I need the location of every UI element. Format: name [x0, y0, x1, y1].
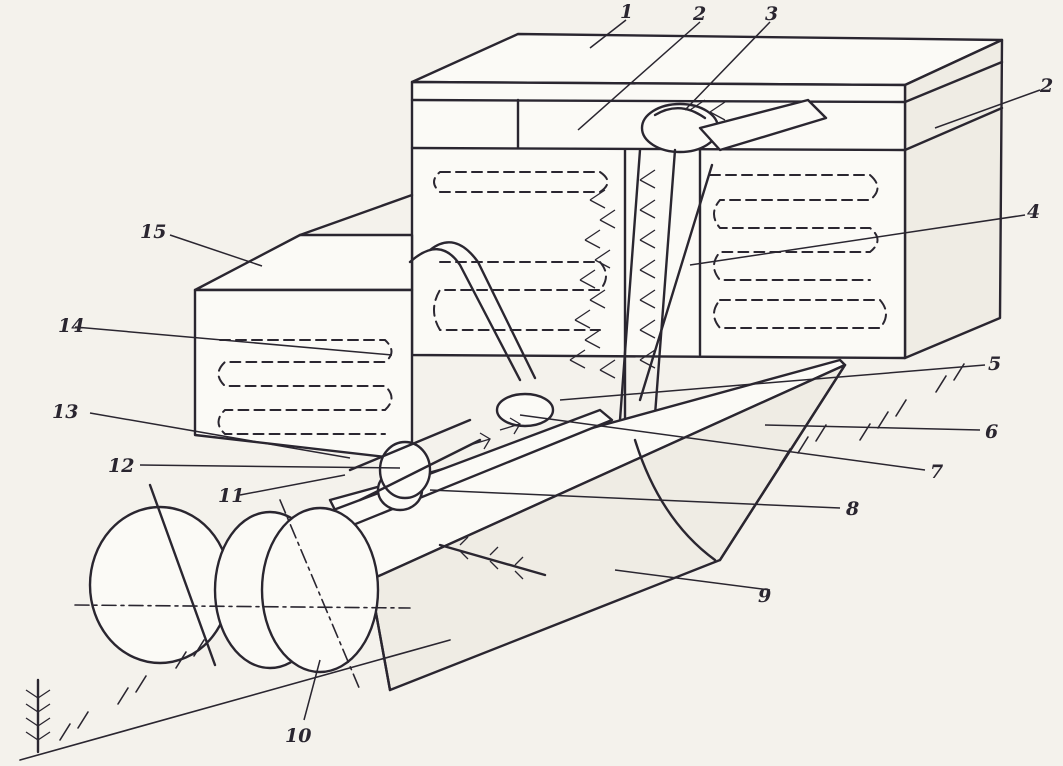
trough — [328, 358, 847, 692]
sapling-icon — [25, 678, 51, 754]
main-body-top — [410, 32, 1004, 87]
label-10: 10 — [285, 725, 311, 747]
leader-lines — [74, 19, 1041, 721]
label-2-top: 2 — [692, 3, 706, 25]
label-4: 4 — [1027, 201, 1040, 223]
brush-needles — [569, 99, 726, 379]
labels: 1 2 2 3 4 5 6 7 8 9 10 11 12 13 14 15 — [52, 1, 1053, 747]
cut-branch-icon — [438, 536, 547, 580]
label-9: 9 — [758, 585, 771, 607]
brush-drum — [640, 98, 828, 154]
hose — [408, 241, 537, 382]
label-7: 7 — [930, 461, 943, 483]
main-body — [410, 32, 1004, 422]
main-body-side — [903, 38, 1004, 360]
wheel-rear — [88, 505, 232, 665]
side-box — [193, 193, 414, 462]
side-box-top — [193, 233, 414, 292]
ground — [19, 363, 965, 761]
label-5: 5 — [988, 353, 1001, 375]
wheel-front — [260, 506, 380, 674]
shaft-collar — [495, 392, 555, 428]
drum-shaft — [698, 98, 828, 152]
brush-belt — [569, 99, 726, 422]
label-1: 1 — [620, 1, 633, 23]
label-14: 14 — [58, 315, 84, 337]
label-12: 12 — [108, 455, 134, 477]
label-3: 3 — [765, 3, 778, 25]
label-8: 8 — [845, 498, 859, 520]
label-11: 11 — [218, 485, 244, 507]
label-6: 6 — [985, 421, 998, 443]
label-2-right: 2 — [1039, 75, 1053, 97]
label-15: 15 — [140, 221, 166, 243]
label-13: 13 — [52, 401, 78, 423]
wheels — [74, 499, 411, 691]
hub-assembly — [148, 418, 482, 667]
